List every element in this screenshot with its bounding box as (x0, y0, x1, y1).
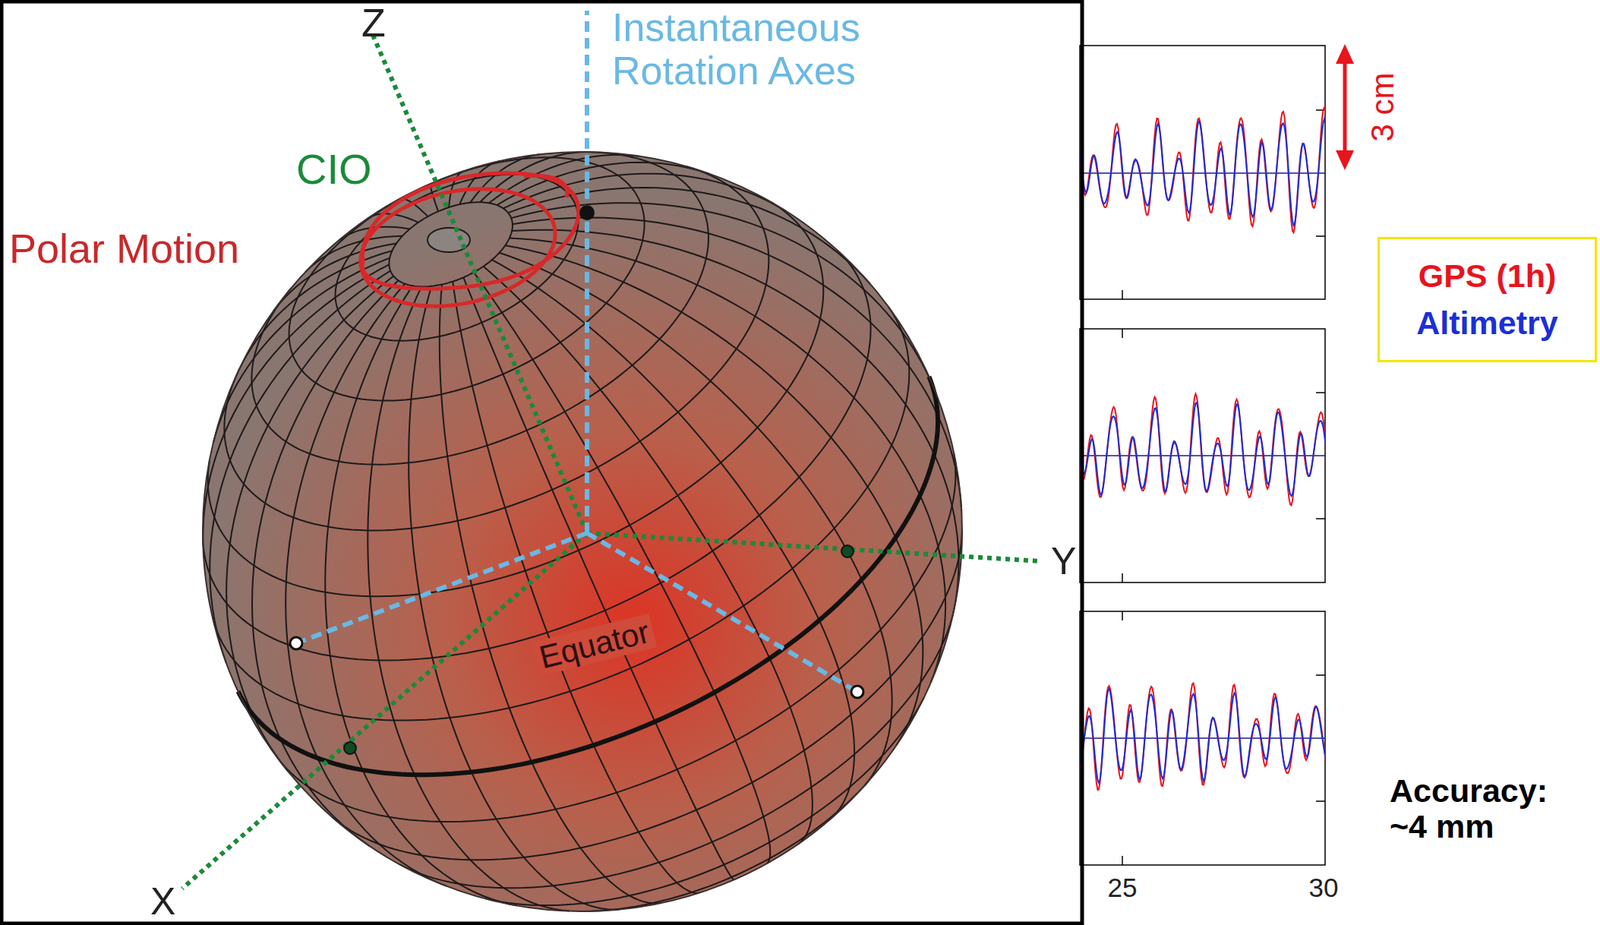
grid-line (224, 166, 769, 531)
series-line (1079, 683, 1326, 790)
axis-label: X (150, 880, 176, 923)
axis-caption: Instantaneous Rotation Axes (612, 6, 931, 93)
series-line (1079, 402, 1326, 496)
grid-line (332, 529, 963, 861)
grid-line (209, 271, 391, 663)
tick-label: 25 (1107, 873, 1138, 903)
axis-label: CIO (296, 145, 373, 193)
grid-line (470, 154, 540, 203)
tick-label: 30 (1309, 873, 1339, 903)
grid-line (212, 306, 910, 720)
axis-label: Z (361, 1, 386, 45)
panel-frame (1, 1, 1083, 924)
grid-line (508, 187, 871, 285)
grid-line (202, 264, 389, 541)
scale-label: 3 cm (1365, 72, 1401, 142)
grid-line (388, 201, 513, 287)
legend-entry: GPS (1h) (1418, 258, 1557, 294)
grid-line (504, 245, 923, 746)
grid-line (512, 217, 962, 512)
grid-line (509, 238, 946, 683)
earth-sphere (202, 151, 963, 912)
grid-line (226, 276, 394, 771)
legend-entry: Altimetry (1416, 305, 1558, 341)
time-series (1078, 107, 1327, 790)
reference-axes (182, 10, 1042, 889)
grid-line (583, 780, 870, 912)
scale-arrow (1335, 44, 1354, 171)
grid-line (473, 272, 771, 864)
grid-line (463, 277, 734, 880)
series-line (1079, 107, 1326, 234)
grid-line (305, 236, 403, 273)
grid-line (511, 230, 959, 611)
grid-line (452, 281, 700, 894)
annotation: Polar Motion (9, 226, 240, 272)
grid-line (213, 258, 390, 443)
series-line (1079, 688, 1326, 783)
annotation: Accuracy: ~4 mm (1389, 773, 1589, 846)
grid-line (367, 286, 570, 911)
grid-line (273, 243, 397, 312)
grid-line (399, 610, 954, 889)
grid-line (237, 250, 392, 373)
grid-line (499, 252, 893, 786)
series-line (1079, 119, 1326, 226)
series-line (1079, 394, 1326, 506)
grid-line (238, 376, 939, 775)
axis-label: Y (1050, 540, 1077, 583)
grid-line (439, 284, 661, 904)
legend-box: GPS (1h) Altimetry (1377, 236, 1597, 363)
grid-line (459, 160, 500, 205)
axis-points (290, 205, 864, 755)
